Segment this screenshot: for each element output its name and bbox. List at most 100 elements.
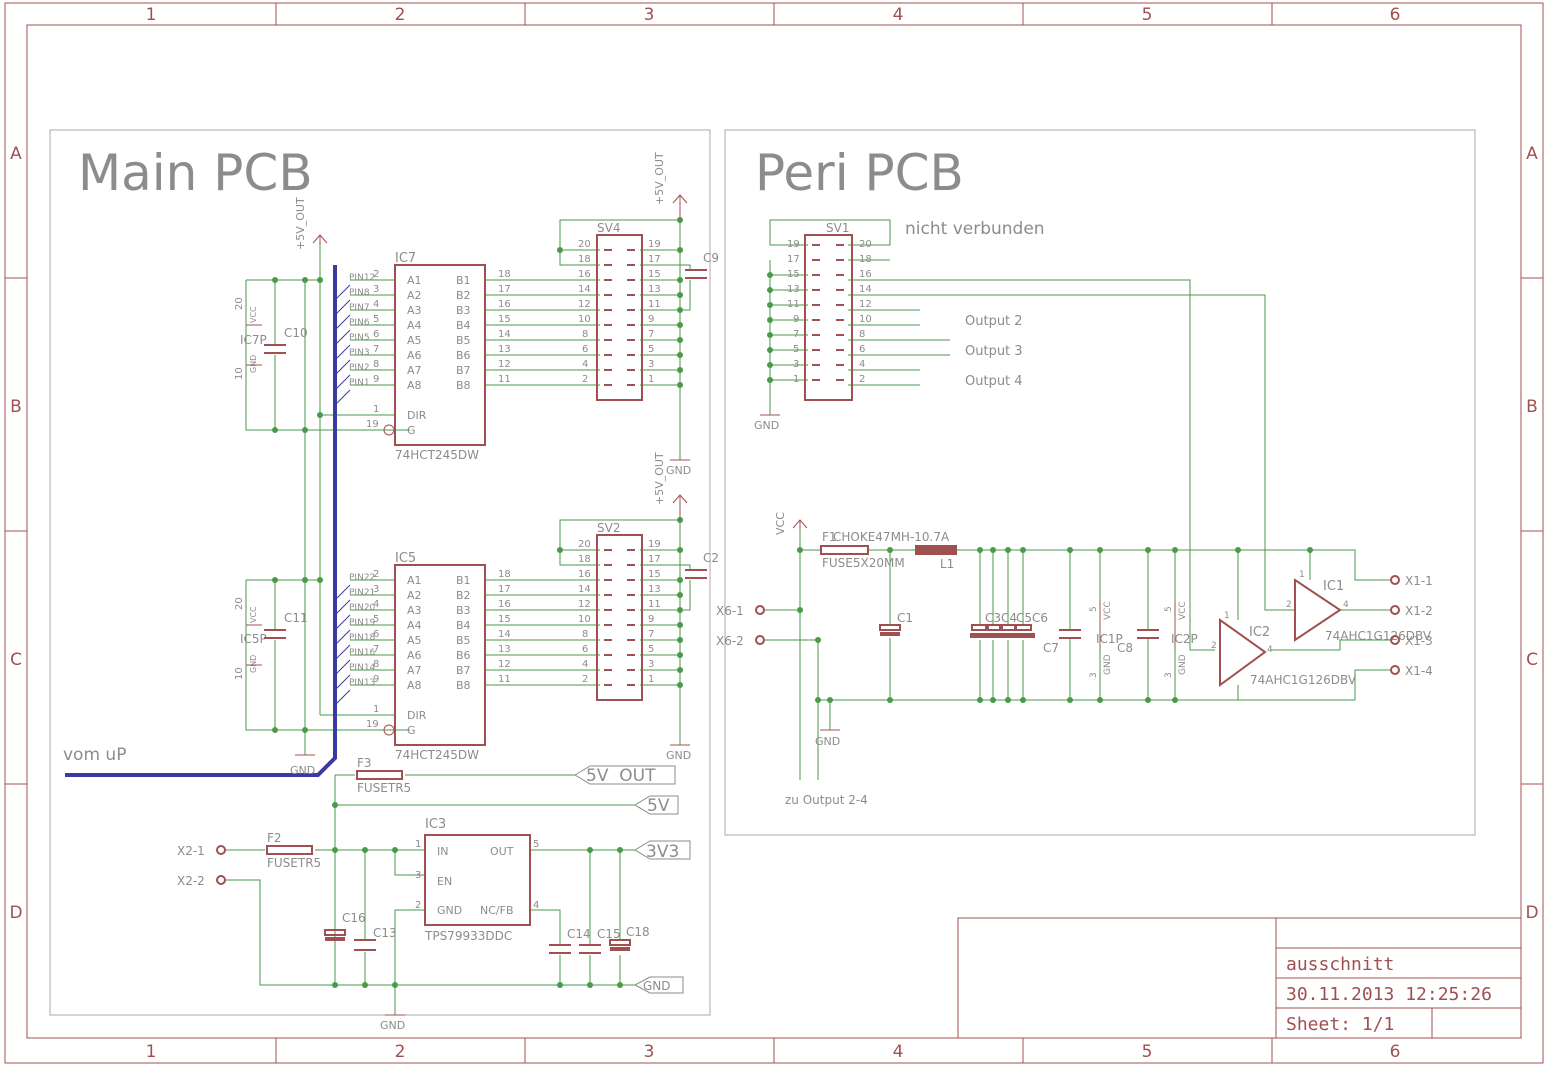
schematic-label: 15 <box>498 314 511 325</box>
schematic-label: PIN20 <box>349 603 376 613</box>
schematic-label: C3 <box>985 611 1001 625</box>
schematic-label: GND <box>249 355 258 373</box>
power-symbols-main <box>295 194 690 1016</box>
schematic-label: 16 <box>859 269 872 280</box>
schematic-label: GND <box>380 1019 405 1032</box>
schematic-label: 3V3 <box>646 842 679 862</box>
schematic-label: 4 <box>373 599 379 610</box>
schematic-label: C6 <box>1032 611 1048 625</box>
schematic-label: 1 <box>415 839 421 850</box>
schematic-label: B8 <box>456 679 471 692</box>
schematic-label: C2 <box>703 551 719 565</box>
schematic-label: 9 <box>373 374 379 385</box>
schematic-label: 20 <box>578 539 591 550</box>
schematic-label: IN <box>437 845 448 858</box>
schematic-label: X6-2 <box>716 634 744 648</box>
schematic-label: 3 <box>1089 672 1099 678</box>
schematic-label: TPS79933DDC <box>424 929 512 943</box>
schematic-label: 2 <box>859 374 865 385</box>
schematic-label: A6 <box>407 349 422 362</box>
schematic-label: 3 <box>648 659 654 670</box>
schematic-label: A5 <box>407 334 422 347</box>
net-labels-main: 5V OUT 5V 3V3 GND <box>574 765 691 994</box>
schematic-label: VCC <box>774 512 787 535</box>
schematic-label: 16 <box>578 569 591 580</box>
col-label-bottom: 5 <box>1142 1042 1153 1062</box>
schematic-label: PIN2 <box>349 363 370 373</box>
schematic-label: GND <box>249 655 258 673</box>
col-label-top: 3 <box>644 5 655 25</box>
schematic-label: 2 <box>1286 600 1292 610</box>
row-label-left: D <box>9 903 22 923</box>
schematic-label: Output 2 <box>965 314 1023 329</box>
schematic-label: 11 <box>648 299 661 310</box>
schematic-label: NC/FB <box>480 904 514 917</box>
schematic-label: 2 <box>373 269 379 280</box>
schematic-label: 3 <box>1164 672 1174 678</box>
schematic-label: A3 <box>407 604 422 617</box>
schematic-label: 11 <box>787 299 800 310</box>
schematic-label: 7 <box>373 344 379 355</box>
schematic-label: 13 <box>648 584 661 595</box>
buffer-power-pins: IC1P IC2P VCC GND VCC GND 5 3 5 3 <box>1089 600 1198 678</box>
schematic-label: PIN22 <box>349 573 375 583</box>
schematic-label: +5V_OUT <box>653 152 666 205</box>
schematic-label: F1 <box>822 530 837 544</box>
row-label-right: A <box>1526 144 1538 164</box>
drawing-name: ausschnitt <box>1286 954 1394 975</box>
schematic-label: PIN5 <box>349 333 370 343</box>
schematic-label: PIN18 <box>349 633 376 643</box>
schematic-label: B4 <box>456 319 471 332</box>
schematic-label: X1-4 <box>1405 664 1433 678</box>
schematic-label: A5 <box>407 634 422 647</box>
col-label-bottom: 3 <box>644 1042 655 1062</box>
schematic-label: GND <box>1178 654 1188 675</box>
schematic-label: X6-1 <box>716 604 744 618</box>
schematic-label: X1-2 <box>1405 604 1433 618</box>
schematic-label: 19 <box>648 539 661 550</box>
schematic-label: 4 <box>373 299 379 310</box>
schematic-label: 14 <box>859 284 872 295</box>
frame-labels: 1 2 3 4 5 6 1 2 3 4 5 6 A B C D A B C D <box>9 5 1538 1062</box>
schematic-label: B4 <box>456 619 471 632</box>
schematic-label: 8 <box>582 329 588 340</box>
schematic-label: 1 <box>373 704 379 715</box>
schematic-label: 15 <box>787 269 800 280</box>
schematic-label: GND <box>815 735 840 748</box>
main-wires <box>225 205 691 1015</box>
schematic-label: 2 <box>1211 641 1217 651</box>
schematic-label: 20 <box>578 239 591 250</box>
schematic-label: GND <box>643 979 671 993</box>
ic7-power-pins: 20 10 IC7P VCC GND <box>234 297 267 380</box>
schematic-label: 3 <box>373 284 379 295</box>
ic7-value: 74HCT245DW <box>395 448 479 462</box>
data-bus <box>65 265 395 777</box>
schematic-label: 16 <box>578 269 591 280</box>
schematic-label: FUSE5X20MM <box>822 556 905 570</box>
schematic-label: VCC <box>249 606 258 623</box>
schematic-label: 19 <box>366 719 379 730</box>
nicht-verbunden-note: nicht verbunden <box>905 219 1045 239</box>
schematic-label: C13 <box>373 926 397 940</box>
schematic-label: B3 <box>456 604 471 617</box>
schematic-label: 8 <box>373 659 379 670</box>
schematic-label: L1 <box>940 557 954 571</box>
schematic-label: 6 <box>373 629 379 640</box>
schematic-label: VCC <box>249 306 258 323</box>
schematic-label: C4 <box>1001 611 1017 625</box>
schematic-label: 14 <box>498 629 511 640</box>
schematic-label: 16 <box>498 299 511 310</box>
sheet-number: Sheet: 1/1 <box>1286 1014 1394 1035</box>
schematic-label: PIN13 <box>349 678 375 688</box>
col-label-bottom: 6 <box>1390 1042 1401 1062</box>
schematic-label: C7 <box>1043 641 1059 655</box>
col-label-top: 6 <box>1390 5 1401 25</box>
schematic-label: IC5P <box>240 632 267 646</box>
schematic-label: C1 <box>897 611 913 625</box>
schematic-label: A2 <box>407 589 422 602</box>
schematic-label: GND <box>666 464 691 477</box>
schematic-label: VCC <box>1178 601 1188 620</box>
schematic-label: PIN21 <box>349 588 375 598</box>
row-label-left: C <box>10 650 22 670</box>
